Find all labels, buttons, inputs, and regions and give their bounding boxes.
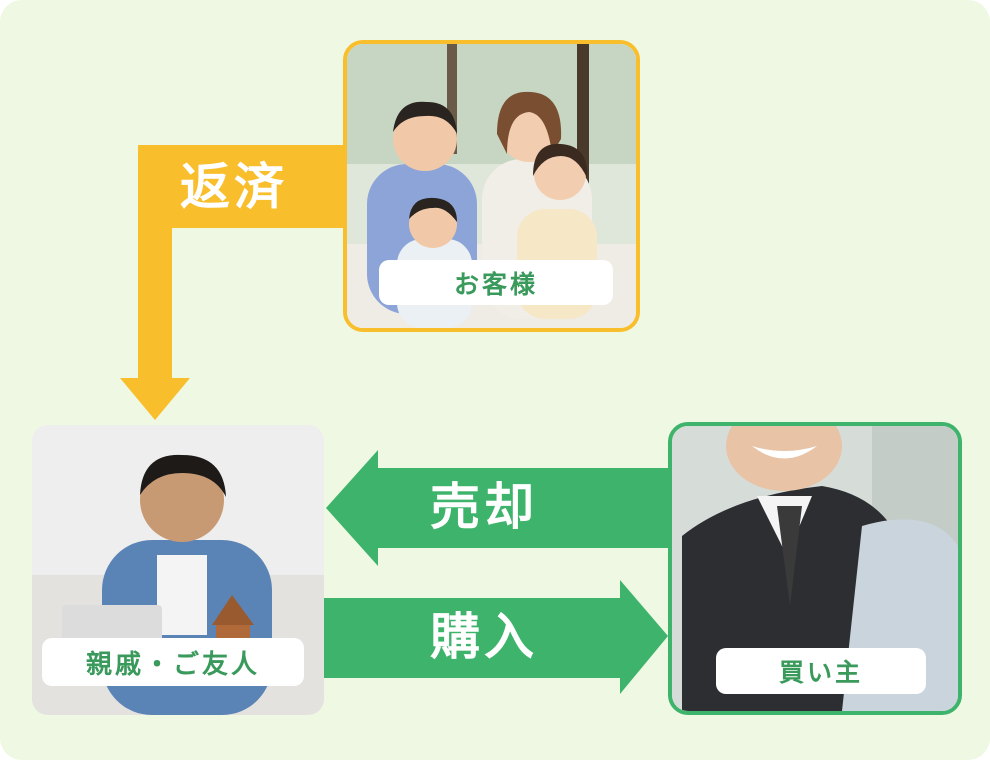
repayment-label: 返済 xyxy=(180,158,288,216)
buyer-name-label: 買い主 xyxy=(716,648,926,694)
relative-name-label: 親戚・ご友人 xyxy=(42,638,304,686)
sale-arrow xyxy=(326,450,668,566)
relative-photo: 親戚・ご友人 xyxy=(32,425,324,715)
repayment-arrow xyxy=(120,145,347,420)
purchase-label: 購入 xyxy=(430,608,538,666)
purchase-arrow xyxy=(324,580,668,694)
sale-label: 売却 xyxy=(430,478,538,536)
buyer-photo: 買い主 xyxy=(668,422,962,715)
customer-photo: お客様 xyxy=(343,40,640,332)
customer-name-label: お客様 xyxy=(379,260,613,305)
